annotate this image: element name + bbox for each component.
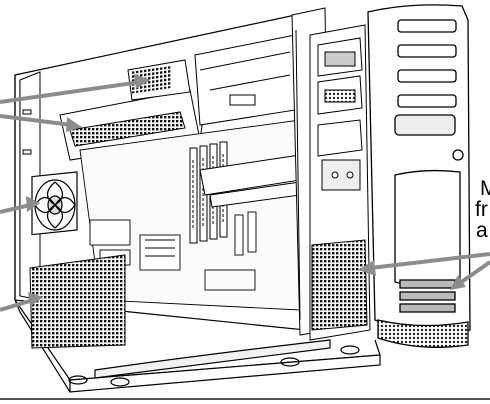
arrow-to-lower-vent <box>0 292 43 312</box>
callout-line-3: a <box>476 219 488 242</box>
callout-line-1: M <box>480 177 490 200</box>
air-vent-icon <box>29 254 126 349</box>
arrow-to-power-supply <box>0 74 150 104</box>
arrow-to-front-vent <box>358 252 490 276</box>
callout-arrows <box>0 74 490 312</box>
arrow-to-bezel-vent <box>450 260 490 290</box>
bottom-border <box>0 398 490 400</box>
arrow-to-rear-fan <box>0 196 40 214</box>
callout-line-2: fr <box>475 198 488 221</box>
arrow-to-psu-vent <box>0 114 82 132</box>
front-bezel-icon <box>367 4 471 348</box>
drive-bay-icon <box>311 37 368 331</box>
